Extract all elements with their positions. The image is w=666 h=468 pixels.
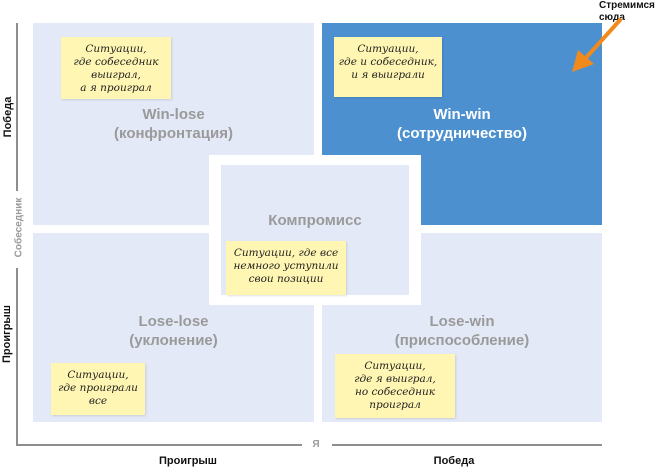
y-axis-name: Собеседник bbox=[13, 197, 25, 258]
note-win-lose-line3: выиграл, bbox=[91, 69, 141, 81]
quadrant-lose-win-title-line1: Lose-win bbox=[429, 313, 495, 330]
quadrant-win-win-title-line2: (сотрудничество) bbox=[397, 125, 527, 142]
callout-line1: Стремимся bbox=[599, 0, 655, 11]
quadrant-lose-win-title: Lose-win (приспособление) bbox=[322, 312, 602, 350]
quadrant-lose-lose-title-line2: (уклонение) bbox=[129, 332, 218, 349]
note-compromise-line3: свои позиции bbox=[248, 273, 324, 285]
note-compromise-line1: Ситуации, где все bbox=[233, 247, 339, 259]
callout-label: Стремимся сюда bbox=[599, 0, 655, 24]
quadrant-lose-lose-title-line1: Lose-lose bbox=[138, 313, 209, 330]
note-lose-lose: Ситуации, где проиграли все bbox=[51, 363, 145, 415]
note-compromise-line2: немного уступили bbox=[233, 260, 339, 272]
note-lose-win-line3: но собеседник bbox=[354, 386, 436, 398]
y-axis-top-label: Победа bbox=[2, 96, 14, 138]
note-compromise: Ситуации, где все немного уступили свои … bbox=[226, 241, 346, 295]
note-lose-lose-line3: все bbox=[88, 395, 108, 407]
note-win-win-line2: где и собеседник, bbox=[338, 56, 438, 68]
x-axis-line-left bbox=[16, 444, 302, 446]
note-win-win: Ситуации, где и собеседник, и я выиграли bbox=[334, 37, 442, 97]
x-axis-line-right bbox=[332, 444, 602, 446]
note-win-lose: Ситуации, где собеседник выиграл, а я пр… bbox=[61, 37, 171, 99]
y-axis-line-bottom bbox=[16, 268, 18, 446]
quadrant-win-lose-title-line1: Win-lose bbox=[142, 106, 205, 123]
note-lose-lose-line1: Ситуации, bbox=[67, 369, 129, 381]
quadrant-lose-lose-title: Lose-lose (уклонение) bbox=[33, 312, 314, 350]
note-lose-lose-line2: где проиграли bbox=[58, 382, 138, 394]
quadrant-lose-win-title-line2: (приспособление) bbox=[394, 332, 530, 349]
y-axis-bottom-label: Проигрыш bbox=[1, 305, 13, 363]
note-lose-win-line4: проиграл bbox=[369, 399, 421, 411]
compromise-title: Компромисс bbox=[268, 212, 362, 229]
x-axis-left-label: Проигрыш bbox=[159, 455, 217, 467]
note-win-lose-line4: а я проиграл bbox=[80, 82, 152, 94]
note-win-lose-line2: где собеседник bbox=[73, 56, 159, 68]
quadrant-win-lose-title: Win-lose (конфронтация) bbox=[33, 105, 314, 143]
note-win-win-line3: и я выиграли bbox=[351, 69, 425, 81]
x-axis-right-label: Победа bbox=[433, 455, 475, 467]
note-win-lose-line1: Ситуации, bbox=[85, 43, 147, 55]
quadrant-win-lose-title-line2: (конфронтация) bbox=[114, 125, 233, 142]
callout-line2: сюда bbox=[599, 12, 625, 23]
note-lose-win-line1: Ситуации, bbox=[364, 360, 426, 372]
note-lose-win-line2: где я выиграл, bbox=[354, 373, 436, 385]
arrow-icon bbox=[572, 18, 622, 72]
y-axis-line-top bbox=[16, 23, 18, 191]
note-lose-win: Ситуации, где я выиграл, но собеседник п… bbox=[335, 354, 455, 418]
quadrant-win-win-title-line1: Win-win bbox=[433, 106, 491, 123]
quadrant-win-win-title: Win-win (сотрудничество) bbox=[322, 105, 602, 143]
x-axis-name: Я bbox=[312, 439, 320, 450]
quadrant-lose-win: Lose-win (приспособление) bbox=[322, 233, 602, 422]
note-win-win-line1: Ситуации, bbox=[357, 43, 419, 55]
